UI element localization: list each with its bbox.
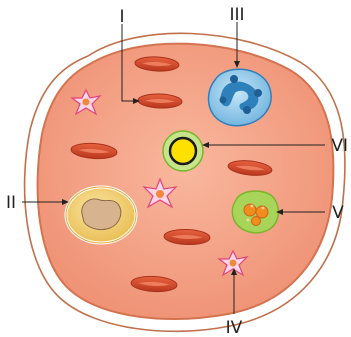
- label-iv: IV: [226, 318, 243, 337]
- label-vi: VI: [331, 136, 348, 156]
- label-v: V: [332, 203, 344, 223]
- fat-cell-vacuole: [82, 199, 121, 230]
- label-ii: II: [6, 193, 16, 213]
- eosinophil: [232, 191, 278, 233]
- lymphocyte: [163, 131, 203, 171]
- fat-cell: [66, 187, 136, 243]
- neutrophil: [209, 69, 272, 125]
- label-iii: III: [229, 5, 244, 25]
- tissue-body: [38, 44, 334, 319]
- label-i: I: [119, 7, 124, 27]
